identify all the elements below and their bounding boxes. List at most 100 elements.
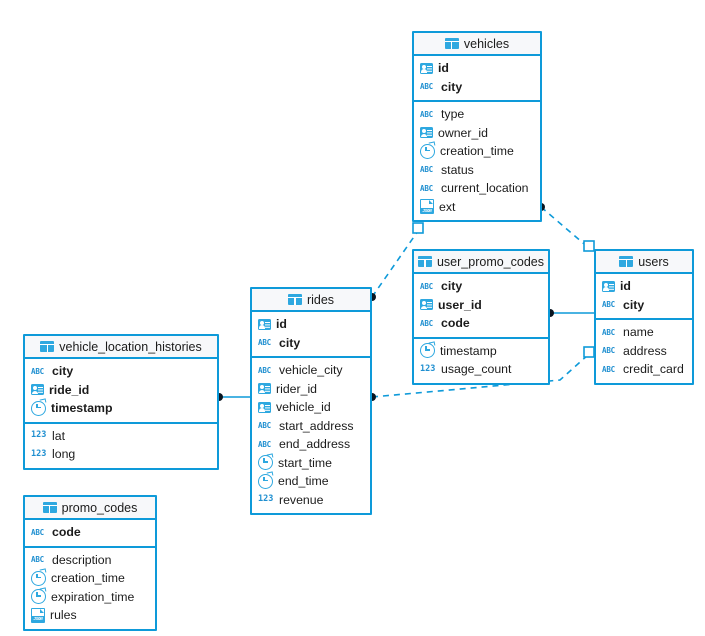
clock-icon (258, 471, 274, 489)
column-name: rider_id (276, 381, 318, 396)
column-name: name (623, 325, 654, 340)
column-row-rides-rider_id[interactable]: rider_id (252, 380, 370, 399)
column-row-user_promo_codes-code[interactable]: ABC code (414, 314, 548, 333)
column-name: code (441, 316, 470, 331)
column-name: code (52, 525, 81, 540)
abc-string-icon: ABC (420, 82, 433, 92)
column-row-rides-id[interactable]: id (252, 315, 370, 334)
column-name: id (620, 279, 631, 294)
json-document-icon: JSON (420, 199, 434, 215)
column-name: city (441, 79, 463, 94)
table-header-vehicles[interactable]: vehicles (414, 33, 540, 56)
abc-string-icon: ABC (602, 300, 615, 310)
abc-string-icon: ABC (420, 281, 433, 291)
column-row-vehicles-creation_time[interactable]: creation_time (414, 141, 540, 161)
clock-icon (31, 398, 47, 416)
column-name: timestamp (51, 401, 113, 416)
table-icon (287, 294, 302, 305)
clock-icon (31, 587, 47, 605)
table-icon (42, 502, 57, 513)
table-icon (40, 341, 55, 352)
column-name: current_location (441, 181, 529, 196)
abc-string-icon: ABC (420, 109, 433, 119)
column-name: start_address (279, 418, 354, 433)
table-title: vehicle_location_histories (59, 339, 202, 354)
column-name: city (279, 335, 301, 350)
json-document-icon: JSON (31, 607, 45, 623)
abc-string-icon: ABC (420, 318, 433, 328)
column-row-rides-end_time[interactable]: end_time (252, 471, 370, 491)
column-name: id (276, 317, 287, 332)
column-row-rides-start_time[interactable]: start_time (252, 453, 370, 473)
column-name: end_time (278, 474, 329, 489)
column-row-vehicles-owner_id[interactable]: owner_id (414, 124, 540, 143)
column-row-user_promo_codes-user_id[interactable]: user_id (414, 296, 548, 315)
uuid-key-icon (420, 62, 433, 74)
table-header-users[interactable]: users (596, 251, 692, 274)
column-row-promo_codes-creation_time[interactable]: creation_time (25, 568, 155, 588)
abc-string-icon: ABC (602, 327, 615, 337)
column-row-promo_codes-expiration_time[interactable]: expiration_time (25, 587, 155, 607)
table-header-user_promo_codes[interactable]: user_promo_codes (414, 251, 548, 274)
column-name: expiration_time (51, 589, 135, 604)
abc-string-icon: ABC (31, 366, 44, 376)
column-row-promo_codes-rules[interactable]: JSON rules (25, 606, 155, 625)
column-row-vehicles-city[interactable]: ABC city (414, 78, 540, 97)
column-name: rules (50, 608, 77, 623)
clock-icon (31, 568, 47, 586)
column-name: creation_time (440, 144, 514, 159)
relationship-endpoint-square-vehicles-users (583, 240, 595, 252)
column-name: revenue (279, 492, 324, 507)
table-icon (444, 38, 459, 49)
table-header-rides[interactable]: rides (252, 289, 370, 312)
column-row-rides-revenue[interactable]: 123 revenue (252, 491, 370, 510)
column-row-rides-vehicle_id[interactable]: vehicle_id (252, 398, 370, 417)
column-row-user_promo_codes-city[interactable]: ABC city (414, 277, 548, 296)
column-row-user_promo_codes-timestamp[interactable]: timestamp (414, 341, 548, 361)
123-number-icon: 123 (258, 494, 274, 505)
table-header-promo_codes[interactable]: promo_codes (25, 497, 155, 520)
column-row-vehicle_location_histories-timestamp[interactable]: timestamp (25, 398, 217, 418)
column-row-vehicles-id[interactable]: id (414, 59, 540, 78)
column-name: city (441, 279, 463, 294)
relationship-line-vehicles-users[interactable] (540, 206, 591, 250)
table-header-vehicle_location_histories[interactable]: vehicle_location_histories (25, 336, 217, 359)
column-name: vehicle_city (279, 363, 343, 378)
column-row-users-name[interactable]: ABC name (596, 323, 692, 342)
column-row-vehicle_location_histories-ride_id[interactable]: ride_id (25, 381, 217, 400)
table-title: user_promo_codes (436, 254, 544, 269)
column-row-users-id[interactable]: id (596, 277, 692, 296)
column-name: owner_id (438, 125, 488, 140)
